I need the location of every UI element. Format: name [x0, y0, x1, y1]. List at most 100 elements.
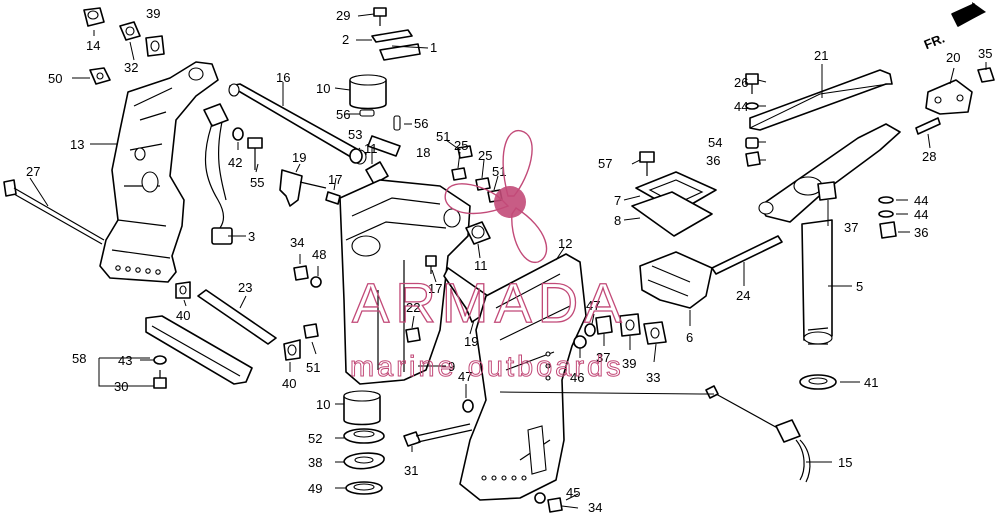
part-31-bolt [403, 423, 473, 447]
label-9: 9 [448, 359, 455, 374]
label-48: 48 [312, 247, 326, 262]
label-19b: 19 [464, 334, 478, 349]
label-18: 18 [416, 145, 430, 160]
part-34-nut-b [547, 497, 563, 513]
label-34a: 34 [290, 235, 304, 250]
part-43-washer [153, 355, 167, 365]
label-25b: 25 [478, 148, 492, 163]
label-53: 53 [348, 127, 362, 142]
label-1: 1 [430, 40, 437, 55]
label-58: 58 [72, 351, 86, 366]
label-51a: 51 [436, 129, 450, 144]
part-27-long-bolt [3, 179, 105, 245]
part-18-grease-fitting [367, 135, 401, 157]
label-40a: 40 [176, 308, 190, 323]
label-56a: 56 [336, 107, 350, 122]
label-33: 33 [646, 370, 660, 385]
label-29: 29 [336, 8, 350, 23]
label-5: 5 [856, 279, 863, 294]
part-45-washer [534, 492, 546, 504]
label-17b: 17 [428, 281, 442, 296]
front-direction-indicator: FR. [922, 2, 986, 52]
label-6: 6 [686, 330, 693, 345]
label-55: 55 [250, 175, 264, 190]
label-51c: 51 [306, 360, 320, 375]
watermark: ARMADA marine outboards [350, 129, 628, 384]
label-34b: 34 [588, 500, 602, 515]
leader-lines [29, 13, 987, 509]
propeller-logo-icon [444, 129, 548, 263]
part-36-nut-b [879, 221, 897, 239]
part-22-screw [405, 327, 421, 343]
label-47b: 47 [458, 369, 472, 384]
label-42: 42 [228, 155, 242, 170]
label-44a: 44 [734, 99, 748, 114]
part-25-fitting-a [451, 167, 467, 181]
part-numbers: 1 2 3 5 6 7 8 9 10 10 11 11 12 13 14 15 … [26, 6, 992, 515]
label-16: 16 [276, 70, 290, 85]
label-17a: 17 [328, 172, 342, 187]
part-12-stern-bracket-right [459, 253, 587, 501]
label-40b: 40 [282, 376, 296, 391]
label-3: 3 [248, 229, 255, 244]
part-56-pin-a [359, 109, 375, 117]
part-44-washer-b [878, 196, 894, 204]
part-29-bolt [373, 7, 387, 26]
front-label: FR. [922, 30, 947, 52]
label-14: 14 [86, 38, 100, 53]
label-39a: 39 [146, 6, 160, 21]
part-8-plate [631, 191, 713, 237]
part-39-washer-b [619, 313, 641, 337]
part-46-washer [573, 335, 587, 349]
part-42-washer [232, 127, 244, 141]
part-11-bushing-b [465, 221, 491, 245]
part-32-nut [119, 21, 141, 41]
part-34-nut-a [293, 265, 309, 281]
label-41: 41 [864, 375, 878, 390]
label-37a: 37 [596, 350, 610, 365]
part-14-nut [83, 7, 105, 27]
label-35: 35 [978, 46, 992, 61]
part-36-nut-a [745, 151, 761, 167]
label-2: 2 [342, 32, 349, 47]
part-10-bushing-upper [349, 74, 387, 110]
label-45: 45 [566, 485, 580, 500]
part-21-tie-rod [749, 69, 893, 131]
part-52-seal [343, 428, 385, 444]
label-52: 52 [308, 431, 322, 446]
label-28: 28 [922, 149, 936, 164]
label-23: 23 [238, 280, 252, 295]
label-36b: 36 [914, 225, 928, 240]
part-57-bolt [639, 151, 655, 176]
part-19-lever-upper [279, 169, 327, 207]
part-37-nut-a [595, 315, 613, 335]
part-28-stud [915, 117, 941, 135]
part-56-pin-b [393, 115, 401, 131]
label-49: 49 [308, 481, 322, 496]
label-7: 7 [614, 193, 621, 208]
label-36a: 36 [706, 153, 720, 168]
label-26: 26 [734, 75, 748, 90]
part-47-washer-b [462, 399, 474, 413]
label-47a: 47 [586, 298, 600, 313]
label-10a: 10 [316, 81, 330, 96]
part-10-bushing-lower [343, 390, 381, 426]
part-17-pin-lower [425, 255, 437, 274]
label-21: 21 [814, 48, 828, 63]
label-13: 13 [70, 137, 84, 152]
label-43: 43 [118, 353, 132, 368]
label-25a: 25 [454, 138, 468, 153]
watermark-brand: ARMADA [352, 271, 628, 334]
part-35-nut [977, 67, 995, 83]
part-38-washer [343, 452, 385, 470]
label-57: 57 [598, 156, 612, 171]
part-41-washer [799, 374, 837, 390]
part-50-clip [89, 67, 111, 85]
part-54-collar [745, 137, 759, 149]
part-30-bolt [153, 370, 167, 389]
label-10b: 10 [316, 397, 330, 412]
part-49-ring [345, 481, 383, 495]
part-11-bushing-a [365, 161, 389, 185]
